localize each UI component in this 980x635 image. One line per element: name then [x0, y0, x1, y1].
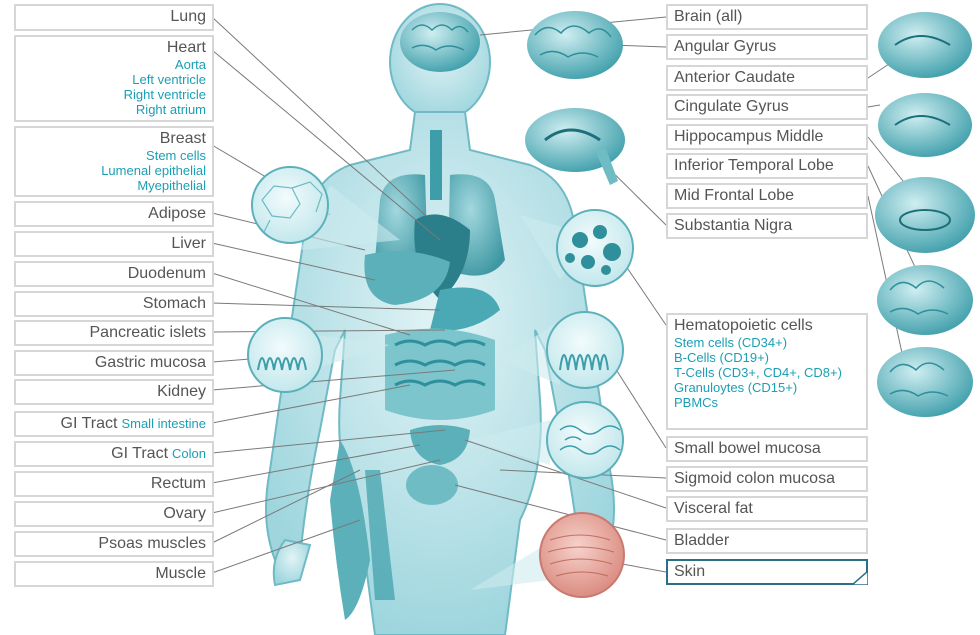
label-duodenum[interactable]: Duodenum	[14, 261, 214, 287]
hematopoietic-sub-pbmcs: PBMCs	[674, 395, 860, 410]
label-sigmoid-colon-mucosa-text: Sigmoid colon mucosa	[674, 470, 835, 487]
label-gi-small-sub: Small intestine	[121, 416, 206, 431]
label-rectum[interactable]: Rectum	[14, 471, 214, 497]
label-lung[interactable]: Lung	[14, 4, 214, 31]
label-cingulate-gyrus[interactable]: Cingulate Gyrus	[666, 94, 868, 120]
label-lung-text: Lung	[170, 8, 206, 25]
label-anterior-caudate[interactable]: Anterior Caudate	[666, 65, 868, 91]
label-hippocampus-middle[interactable]: Hippocampus Middle	[666, 124, 868, 150]
label-stomach[interactable]: Stomach	[14, 291, 214, 317]
breast-sub-lumenal-epithelial: Lumenal epithelial	[22, 163, 206, 178]
label-gi-small-main: GI Tract	[61, 415, 118, 432]
label-heart-text: Heart	[167, 39, 206, 56]
label-psoas-muscles[interactable]: Psoas muscles	[14, 531, 214, 557]
label-kidney-text: Kidney	[157, 383, 206, 400]
hematopoietic-sub-b-cells: B-Cells (CD19+)	[674, 350, 860, 365]
label-visceral-fat-text: Visceral fat	[674, 500, 753, 517]
label-adipose-text: Adipose	[148, 205, 206, 222]
label-skin[interactable]: Skin	[666, 559, 868, 585]
label-muscle-text: Muscle	[155, 565, 206, 582]
label-gi-colon-main: GI Tract	[111, 445, 168, 462]
label-pancreatic-islets-text: Pancreatic islets	[90, 324, 207, 341]
hematopoietic-sub-stem-cells: Stem cells (CD34+)	[674, 335, 860, 350]
label-brain-all-text: Brain (all)	[674, 8, 742, 25]
label-stomach-text: Stomach	[143, 295, 206, 312]
label-inferior-temporal-lobe[interactable]: Inferior Temporal Lobe	[666, 153, 868, 179]
label-hippocampus-middle-text: Hippocampus Middle	[674, 128, 823, 145]
label-kidney[interactable]: Kidney	[14, 379, 214, 405]
label-hematopoietic-text: Hematopoietic cells	[674, 317, 813, 334]
label-psoas-text: Psoas muscles	[98, 535, 206, 552]
label-angular-gyrus-text: Angular Gyrus	[674, 38, 776, 55]
label-substantia-nigra-text: Substantia Nigra	[674, 217, 792, 234]
label-cingulate-gyrus-text: Cingulate Gyrus	[674, 98, 789, 115]
heart-sub-left-ventricle: Left ventricle	[22, 72, 206, 87]
heart-sub-aorta: Aorta	[22, 57, 206, 72]
label-ovary-text: Ovary	[163, 505, 206, 522]
label-rectum-text: Rectum	[151, 475, 206, 492]
label-adipose[interactable]: Adipose	[14, 201, 214, 227]
label-anterior-caudate-text: Anterior Caudate	[674, 69, 795, 86]
label-liver[interactable]: Liver	[14, 231, 214, 257]
label-muscle[interactable]: Muscle	[14, 561, 214, 587]
breast-sub-myepithelial: Myepithelial	[22, 178, 206, 193]
label-pancreatic-islets[interactable]: Pancreatic islets	[14, 320, 214, 346]
label-mid-frontal-lobe[interactable]: Mid Frontal Lobe	[666, 183, 868, 209]
label-ovary[interactable]: Ovary	[14, 501, 214, 527]
page-fold-icon	[852, 571, 868, 585]
label-gastric-mucosa-text: Gastric mucosa	[95, 354, 206, 371]
label-bladder[interactable]: Bladder	[666, 528, 868, 554]
label-sigmoid-colon-mucosa[interactable]: Sigmoid colon mucosa	[666, 466, 868, 492]
label-hematopoietic-cells[interactable]: Hematopoietic cells Stem cells (CD34+) B…	[666, 313, 868, 430]
heart-sub-right-ventricle: Right ventricle	[22, 87, 206, 102]
label-gastric-mucosa[interactable]: Gastric mucosa	[14, 350, 214, 376]
label-visceral-fat[interactable]: Visceral fat	[666, 496, 868, 522]
label-small-bowel-mucosa[interactable]: Small bowel mucosa	[666, 436, 868, 462]
label-gi-colon-sub: Colon	[172, 446, 206, 461]
label-small-bowel-mucosa-text: Small bowel mucosa	[674, 440, 821, 457]
label-brain-all[interactable]: Brain (all)	[666, 4, 868, 30]
label-mid-frontal-lobe-text: Mid Frontal Lobe	[674, 187, 794, 204]
label-bladder-text: Bladder	[674, 532, 729, 549]
hematopoietic-sub-t-cells: T-Cells (CD3+, CD4+, CD8+)	[674, 365, 860, 380]
label-breast[interactable]: Breast Stem cells Lumenal epithelial Mye…	[14, 126, 214, 197]
label-substantia-nigra[interactable]: Substantia Nigra	[666, 213, 868, 239]
label-liver-text: Liver	[171, 235, 206, 252]
label-skin-text: Skin	[674, 563, 705, 580]
hematopoietic-sub-granulocytes: Granuloytes (CD15+)	[674, 380, 860, 395]
label-inferior-temporal-lobe-text: Inferior Temporal Lobe	[674, 157, 834, 174]
label-angular-gyrus[interactable]: Angular Gyrus	[666, 34, 868, 60]
label-duodenum-text: Duodenum	[128, 265, 206, 282]
label-breast-text: Breast	[160, 130, 206, 147]
breast-sub-stem-cells: Stem cells	[22, 148, 206, 163]
label-gi-colon[interactable]: GI Tract Colon	[14, 441, 214, 467]
heart-sub-right-atrium: Right atrium	[22, 102, 206, 117]
label-heart[interactable]: Heart Aorta Left ventricle Right ventric…	[14, 35, 214, 122]
